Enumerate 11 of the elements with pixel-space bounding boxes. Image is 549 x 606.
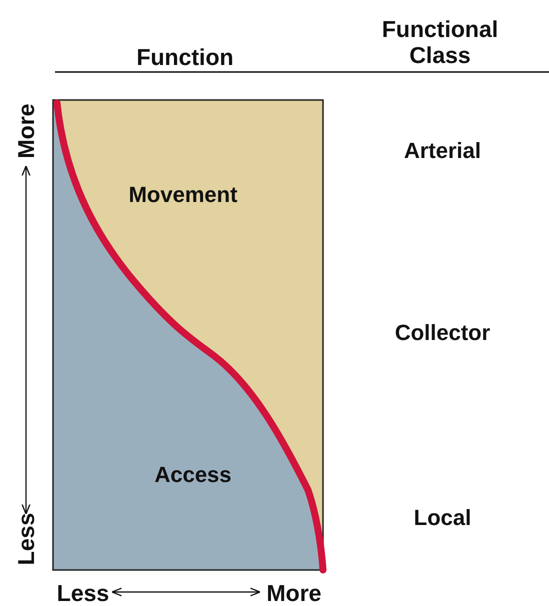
region-label: Movement (128, 182, 238, 208)
axis-label: Less (13, 512, 39, 567)
class-label: Collector (394, 320, 492, 346)
column-heading: Function (135, 44, 235, 70)
column-heading: Functional Class (380, 16, 500, 68)
axis-label: Less (56, 580, 110, 606)
class-label: Local (412, 505, 472, 531)
axis-label: More (266, 580, 322, 606)
class-label: Arterial (402, 138, 482, 164)
axis-label: More (13, 103, 39, 159)
region-label: Access (154, 462, 232, 488)
